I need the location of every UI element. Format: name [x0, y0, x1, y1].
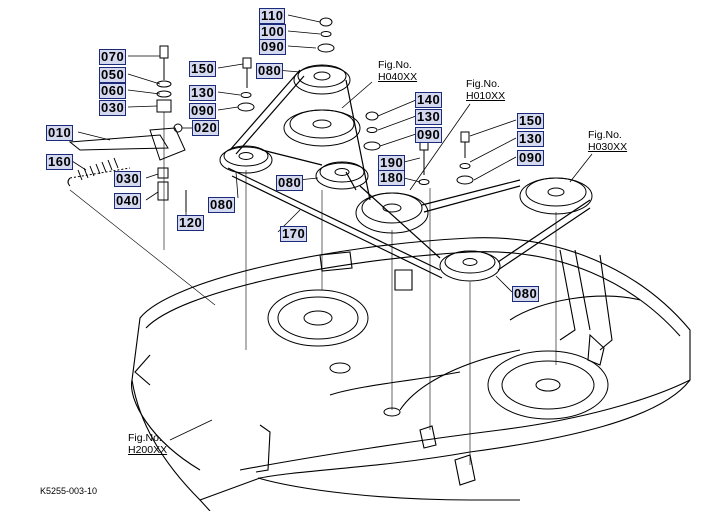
callout-020: 020 — [192, 120, 220, 136]
figref-label: Fig.No. — [466, 78, 500, 90]
pulley-stack-top — [283, 64, 361, 147]
callout-120: 120 — [177, 215, 205, 231]
callout-090: 090 — [189, 103, 217, 119]
callout-010: 010 — [46, 125, 74, 141]
callout-150: 150 — [189, 61, 217, 77]
callout-080: 080 — [256, 63, 284, 79]
callout-060: 060 — [99, 83, 127, 99]
callout-160: 160 — [46, 154, 74, 170]
callout-080: 080 — [512, 286, 540, 302]
mower-deck — [130, 237, 691, 511]
callout-110: 110 — [259, 8, 286, 24]
figref-label: Fig.No. — [128, 432, 162, 444]
callout-050: 050 — [99, 67, 127, 83]
callout-190: 190 — [378, 155, 406, 171]
callout-080: 080 — [208, 197, 236, 213]
callout-130: 130 — [517, 131, 545, 147]
callout-170: 170 — [280, 226, 308, 242]
callout-040: 040 — [114, 193, 142, 209]
callout-090: 090 — [415, 127, 443, 143]
drive-belts — [227, 69, 591, 279]
callout-130: 130 — [189, 85, 217, 101]
figref-label: Fig.No. — [588, 129, 622, 141]
leader-lines — [71, 14, 593, 441]
projection-lines — [69, 112, 557, 465]
figref-h030xx: Fig.No. H030XX — [588, 129, 627, 153]
callout-030: 030 — [99, 100, 127, 116]
deck-spindle-housings — [267, 289, 609, 420]
drawing-id: K5255-003-10 — [40, 486, 98, 496]
figref-label: Fig.No. — [378, 59, 412, 71]
figref-code: H040XX — [378, 71, 418, 83]
spindle-pulleys — [355, 177, 593, 234]
hardware-parts — [156, 17, 474, 212]
figref-code: H200XX — [128, 444, 168, 456]
callout-070: 070 — [99, 49, 127, 65]
callout-030: 030 — [114, 171, 142, 187]
callout-180: 180 — [378, 170, 406, 186]
callout-090: 090 — [259, 39, 287, 55]
figref-h200xx: Fig.No. H200XX — [128, 432, 167, 456]
figref-h040xx: Fig.No. H040XX — [378, 59, 417, 83]
figref-h010xx: Fig.No. H010XX — [466, 78, 505, 102]
callout-150: 150 — [517, 113, 545, 129]
figref-code: H030XX — [588, 141, 628, 153]
callout-130: 130 — [415, 109, 443, 125]
callout-100: 100 — [259, 24, 287, 40]
figref-code: H010XX — [466, 90, 506, 102]
idler-pulleys — [219, 145, 501, 282]
callout-140: 140 — [415, 92, 443, 108]
callout-090: 090 — [517, 150, 545, 166]
tension-arm-and-spring — [67, 127, 186, 187]
callout-080: 080 — [276, 175, 304, 191]
